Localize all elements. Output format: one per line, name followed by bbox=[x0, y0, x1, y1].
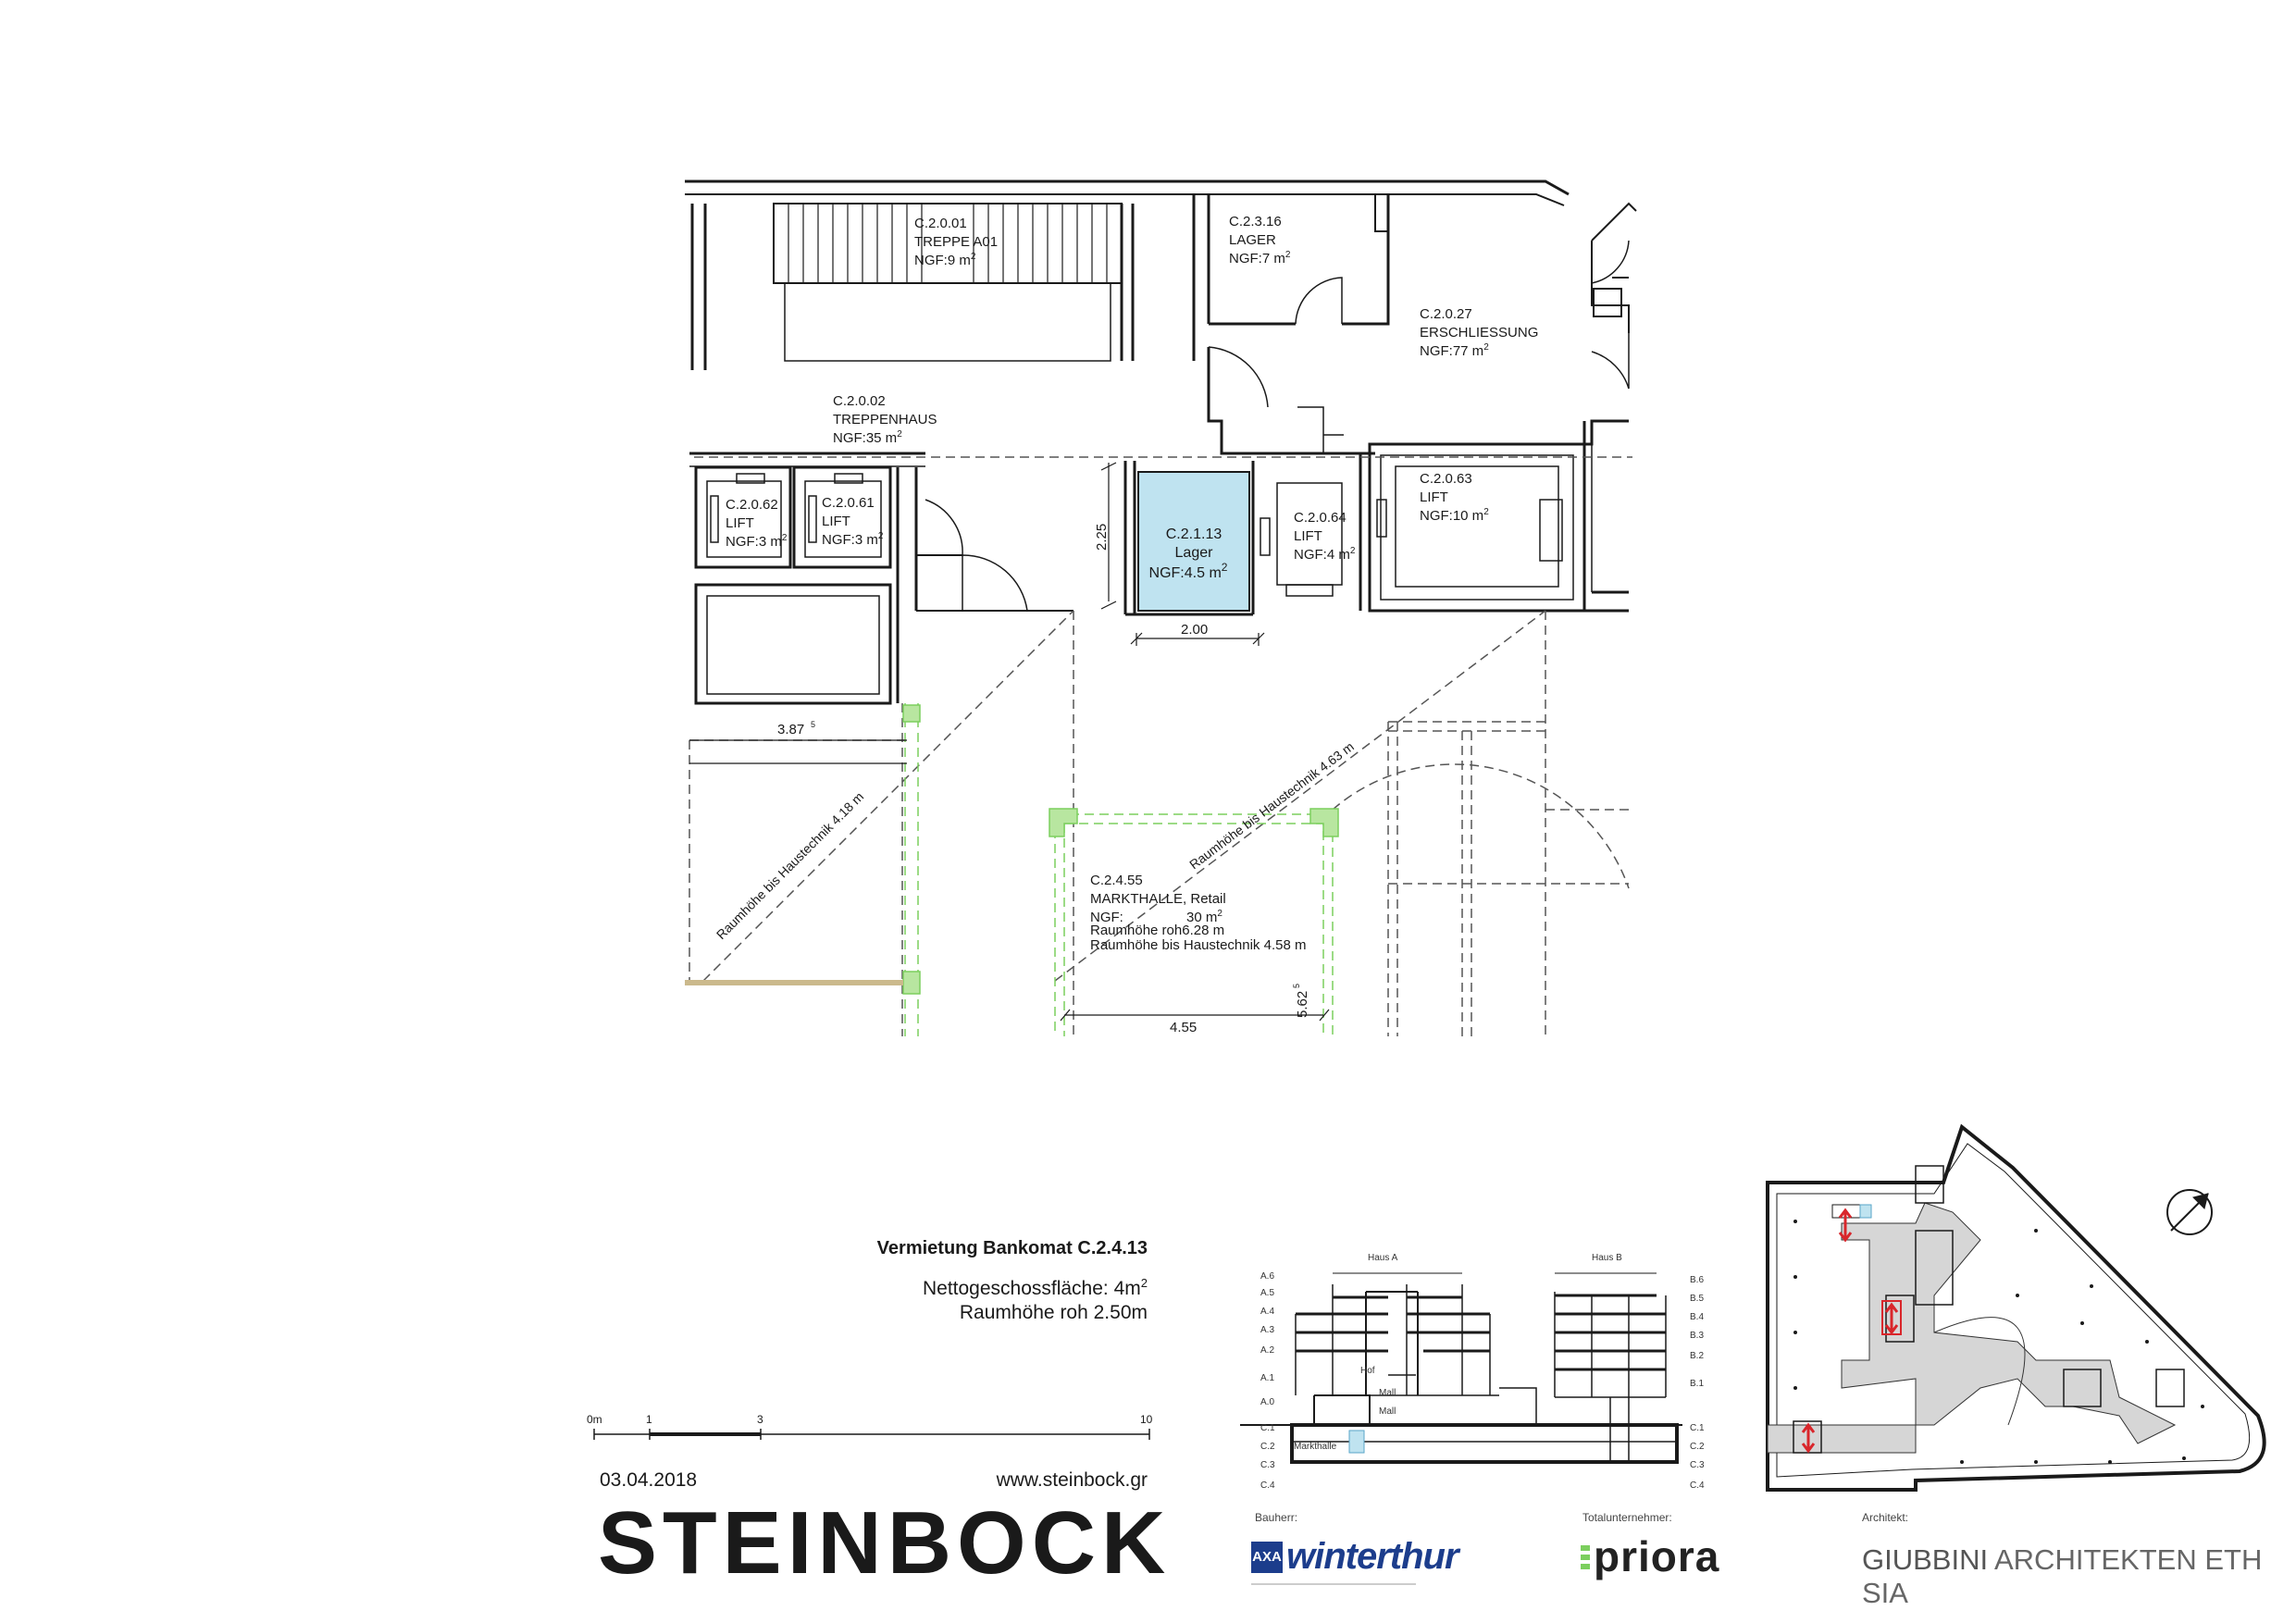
svg-text:C.1: C.1 bbox=[1260, 1423, 1275, 1433]
svg-text:1: 1 bbox=[646, 1413, 652, 1426]
svg-text:3: 3 bbox=[757, 1413, 763, 1426]
red-arrow-2 bbox=[1884, 1302, 1899, 1335]
section-diagram bbox=[1240, 1272, 1682, 1464]
architect-name: GIUBBINI ARCHITEKTEN ETH SIA bbox=[1862, 1543, 2263, 1609]
room-height: Raumhöhe roh 2.50m bbox=[959, 1302, 1148, 1323]
dim-200: 2.00 bbox=[1181, 622, 1208, 638]
brand-logo: STEINBOCK bbox=[598, 1493, 1172, 1592]
walls bbox=[685, 180, 1637, 705]
svg-text:Mall: Mall bbox=[1379, 1388, 1396, 1398]
dimension-lines bbox=[689, 462, 1330, 1022]
svg-text:B.1: B.1 bbox=[1690, 1379, 1704, 1389]
svg-text:C.3: C.3 bbox=[1260, 1460, 1275, 1470]
rental-title: Vermietung Bankomat C.2.4.13 bbox=[876, 1238, 1148, 1258]
svg-text:C.2: C.2 bbox=[1690, 1442, 1705, 1452]
green-corners bbox=[902, 704, 1339, 995]
plan-date: 03.04.2018 bbox=[600, 1469, 698, 1491]
svg-text:Hof: Hof bbox=[1360, 1366, 1375, 1376]
arch-label: Architekt: bbox=[1862, 1511, 1908, 1524]
svg-text:Mall: Mall bbox=[1379, 1406, 1396, 1417]
svg-text:B.5: B.5 bbox=[1690, 1294, 1704, 1304]
svg-text:C.1: C.1 bbox=[1690, 1423, 1705, 1433]
red-arrow-1 bbox=[1838, 1208, 1853, 1243]
diagonal-label-left: Raumhöhe bis Haustechnik 4.18 m bbox=[714, 789, 866, 942]
svg-text:Haus A: Haus A bbox=[1368, 1253, 1398, 1263]
svg-text:A.5: A.5 bbox=[1260, 1288, 1274, 1298]
svg-text:A.6: A.6 bbox=[1260, 1271, 1274, 1282]
bauherr-label: Bauherr: bbox=[1255, 1511, 1297, 1524]
axa-logo-icon: AXA bbox=[1251, 1542, 1283, 1573]
svg-text:B.3: B.3 bbox=[1690, 1331, 1704, 1341]
svg-text:A.4: A.4 bbox=[1260, 1307, 1274, 1317]
diagonal-label-right: Raumhöhe bis Haustechnik 4.63 m bbox=[1186, 738, 1357, 872]
tu-label: Totalunternehmer: bbox=[1582, 1511, 1672, 1524]
svg-text:B.2: B.2 bbox=[1690, 1351, 1704, 1361]
key-plan bbox=[1766, 1123, 2266, 1492]
svg-text:B.6: B.6 bbox=[1690, 1275, 1704, 1285]
dimension-labels: 2.25 2.00 3.87 5 4.55 5.62 5 bbox=[777, 524, 1310, 1035]
lager-highlight[interactable] bbox=[1137, 471, 1250, 612]
svg-text:0m: 0m bbox=[587, 1413, 602, 1426]
svg-text:A.1: A.1 bbox=[1260, 1373, 1274, 1383]
dim-225: 2.25 bbox=[1094, 524, 1110, 551]
svg-text:Haus B: Haus B bbox=[1592, 1253, 1622, 1263]
section-labels: Haus A Haus B Hof Mall Mall Markthalle A… bbox=[1260, 1253, 1705, 1491]
svg-text:A.2: A.2 bbox=[1260, 1345, 1274, 1356]
area-and-height: Nettogeschossfläche: 4m2 Raumhöhe roh 2.… bbox=[814, 1271, 1148, 1325]
north-arrow-icon bbox=[2166, 1189, 2213, 1235]
svg-text:C.4: C.4 bbox=[1690, 1481, 1705, 1491]
svg-text:C.2: C.2 bbox=[1260, 1442, 1275, 1452]
website-link[interactable]: www.steinbock.gr bbox=[996, 1469, 1148, 1491]
dim-387: 3.87 bbox=[777, 722, 804, 737]
tu-name: priora bbox=[1594, 1532, 1720, 1580]
dim-562: 5.62 bbox=[1295, 991, 1310, 1018]
svg-text:C.4: C.4 bbox=[1260, 1481, 1275, 1491]
room-markthalle: C.2.4.55 MARKTHALLE, Retail NGF: 30 m2 R… bbox=[1090, 873, 1306, 953]
dim-387-sup: 5 bbox=[811, 720, 815, 729]
markthalle-outline bbox=[904, 703, 1334, 1036]
bauherr-name: winterthur bbox=[1286, 1536, 1459, 1577]
dim-455: 4.55 bbox=[1170, 1020, 1197, 1035]
priora-mark-icon bbox=[1581, 1545, 1590, 1569]
svg-text:A.3: A.3 bbox=[1260, 1325, 1274, 1335]
svg-text:A.0: A.0 bbox=[1260, 1397, 1274, 1407]
svg-text:10: 10 bbox=[1140, 1413, 1153, 1426]
scale-bar bbox=[593, 1429, 1150, 1440]
stair-treads bbox=[788, 204, 1108, 283]
section-highlight bbox=[1348, 1430, 1365, 1454]
svg-text:C.3: C.3 bbox=[1690, 1460, 1705, 1470]
dim-562-sup: 5 bbox=[1292, 984, 1301, 988]
net-area: Nettogeschossfläche: 4m bbox=[922, 1278, 1141, 1299]
svg-text:Markthalle: Markthalle bbox=[1294, 1442, 1337, 1452]
red-arrow-3 bbox=[1801, 1422, 1816, 1454]
svg-text:B.4: B.4 bbox=[1690, 1312, 1704, 1322]
scale-labels: 0m 1 3 10 bbox=[587, 1413, 1153, 1426]
